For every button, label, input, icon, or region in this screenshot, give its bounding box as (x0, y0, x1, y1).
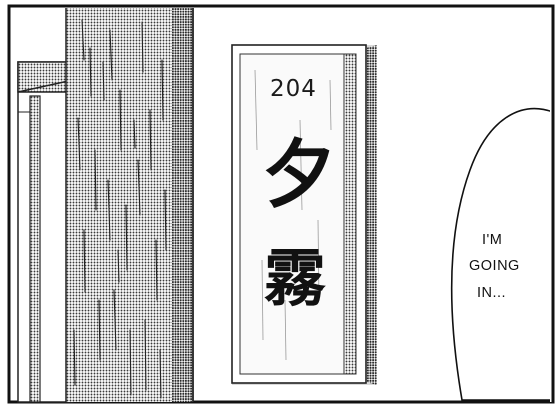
room-sign (231, 44, 377, 385)
speech-line-1: I'M (482, 232, 502, 248)
speech-bubble (450, 107, 554, 401)
speech-line-3: IN... (477, 285, 506, 301)
sign-kanji-bottom: 霧 (264, 242, 326, 315)
door-frame (17, 61, 74, 403)
page-gutter (0, 0, 8, 405)
sign-kanji-top: 夕 (262, 132, 336, 218)
speech-line-2: GOING (469, 258, 520, 274)
wooden-pillar (65, 8, 194, 402)
room-number: 204 (270, 76, 317, 102)
